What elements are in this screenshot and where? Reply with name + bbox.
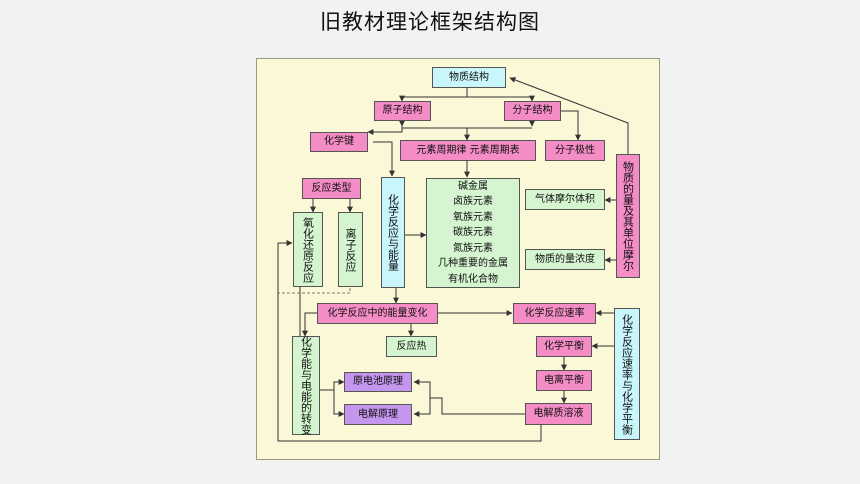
node-ionic-reaction: 离子反应 <box>338 212 363 287</box>
node-redox-reaction: 氧化还原反应 <box>293 212 323 287</box>
page-title: 旧教材理论框架结构图 <box>320 10 540 34</box>
node-energy-change: 化学反应中的能量变化 <box>317 303 438 324</box>
node-molar-gas-volume: 气体摩尔体积 <box>525 189 605 210</box>
node-periodic-table: 元素周期律 元素周期表 <box>400 140 536 161</box>
node-chemical-electrical-energy: 化学能与电能的转变 <box>292 336 320 435</box>
node-atomic-structure: 原子结构 <box>374 101 431 121</box>
node-material-structure: 物质结构 <box>432 67 506 88</box>
node-reaction-rate: 化学反应速率 <box>513 303 596 324</box>
node-element-groups: 碱金属 卤族元素 氧族元素 碳族元素 氮族元素 几种重要的金属 有机化合物 <box>426 178 520 288</box>
node-rate-and-equilibrium: 化学反应速率与化学平衡 <box>614 308 640 440</box>
element-item-5: 氮族元素 <box>453 242 493 254</box>
node-reaction-energy: 化学反应与能量 <box>381 177 405 288</box>
node-chemical-equilibrium: 化学平衡 <box>536 336 592 357</box>
element-item-4: 碳族元素 <box>453 227 493 239</box>
node-molecular-structure: 分子结构 <box>504 101 561 121</box>
node-chemical-bond: 化学键 <box>310 132 368 152</box>
element-item-2: 卤族元素 <box>453 196 493 208</box>
element-item-1: 碱金属 <box>458 180 488 192</box>
node-molecular-polarity: 分子极性 <box>545 140 605 161</box>
node-amount-of-substance: 物质的量及其单位摩尔 <box>616 154 640 278</box>
node-electrolyte-solution: 电解质溶液 <box>525 403 592 425</box>
node-reaction-type: 反应类型 <box>302 178 361 199</box>
node-galvanic-cell: 原电池原理 <box>344 372 412 392</box>
node-electrolysis: 电解原理 <box>344 404 412 425</box>
element-item-3: 氧族元素 <box>453 211 493 223</box>
node-concentration: 物质的量浓度 <box>525 249 605 270</box>
node-reaction-heat: 反应热 <box>386 336 437 357</box>
element-item-6: 几种重要的金属 <box>438 258 508 270</box>
element-item-7: 有机化合物 <box>448 273 498 285</box>
node-ionization-equilibrium: 电离平衡 <box>536 370 592 391</box>
